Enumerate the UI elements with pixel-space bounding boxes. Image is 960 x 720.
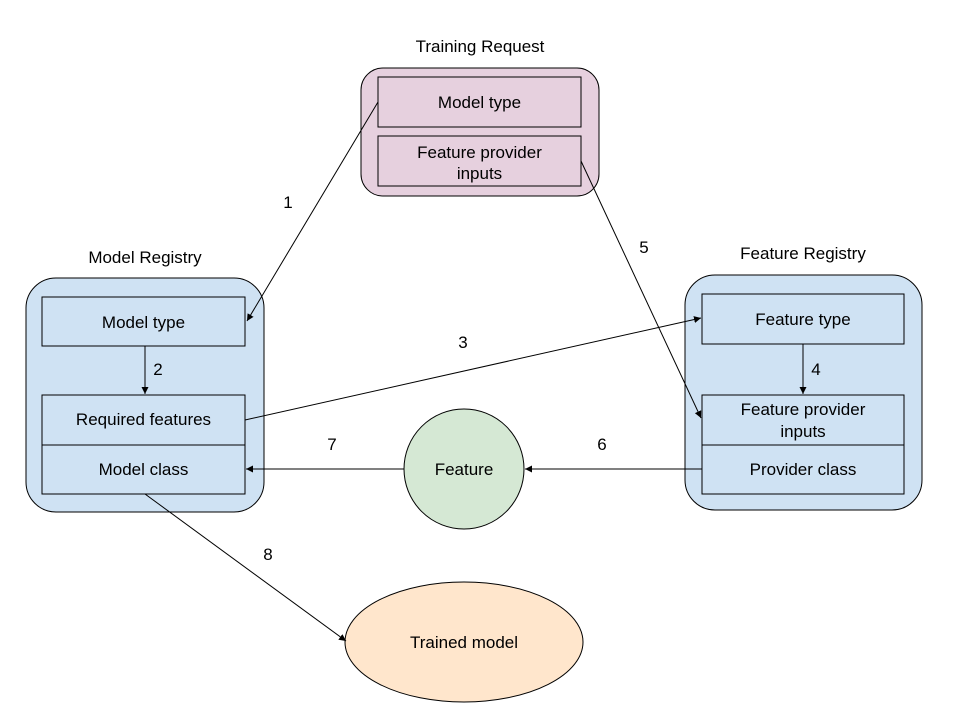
trained-model-node: Trained model (344, 581, 584, 703)
edges: 1 2 3 4 5 6 7 8 (141, 101, 821, 642)
edge-8-label: 8 (263, 545, 272, 564)
edge-2-label: 2 (153, 360, 162, 379)
edge-5-label: 5 (639, 238, 648, 257)
required-features-box (41, 394, 246, 446)
training-model-type-label: Model type (438, 93, 521, 112)
required-features-label: Required features (76, 410, 211, 429)
model-class-box (41, 444, 246, 495)
trained-model-label: Trained model (410, 633, 518, 652)
feature-node: Feature (403, 408, 525, 530)
edge-6-label: 6 (597, 435, 606, 454)
registry-model-type-box (41, 296, 246, 347)
training-model-type-box (377, 76, 582, 128)
feature-registry-title: Feature Registry (740, 244, 866, 263)
training-provider-inputs-label-line1: Feature provider (417, 143, 542, 162)
trained-model-ellipse (344, 581, 584, 703)
model-registry-group: Model Registry Model type Required featu… (25, 248, 265, 513)
feature-type-label: Feature type (755, 310, 850, 329)
registry-model-type-label: Model type (102, 313, 185, 332)
training-provider-inputs-label-line2: inputs (457, 164, 502, 183)
model-class-label: Model class (99, 460, 189, 479)
provider-class-box (701, 444, 905, 495)
provider-class-label: Provider class (750, 460, 857, 479)
edge-3-arrow (244, 316, 702, 421)
edge-5-arrow (580, 160, 702, 419)
edge-1-label: 1 (283, 193, 292, 212)
training-request-title: Training Request (416, 37, 545, 56)
edge-3-label: 3 (458, 333, 467, 352)
registry-provider-inputs-label-line2: inputs (780, 422, 825, 441)
edge-7-label: 7 (327, 435, 336, 454)
training-provider-inputs-box (377, 135, 582, 187)
registry-provider-inputs-box (701, 394, 905, 446)
training-request-group: Training Request Model type Feature prov… (360, 37, 600, 197)
edge-1-arrow (246, 101, 379, 322)
feature-node-label: Feature (435, 460, 494, 479)
edge-8-arrow (144, 493, 347, 642)
registry-provider-inputs-label-line1: Feature provider (741, 400, 866, 419)
edge-4-label: 4 (811, 360, 820, 379)
feature-type-box (701, 293, 905, 345)
model-registry-title: Model Registry (88, 248, 202, 267)
